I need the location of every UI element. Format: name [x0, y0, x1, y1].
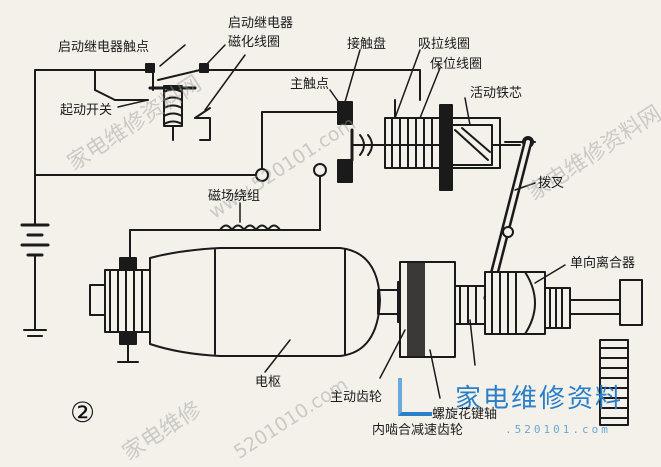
label-helical-spline: 螺旋花键轴 — [432, 407, 498, 422]
label-relay-contact: 启动继电器触点 — [58, 40, 150, 55]
label-contact-disc: 接触盘 — [347, 37, 387, 52]
label-hold-coil: 保位线圈 — [430, 57, 483, 72]
field-winding — [219, 224, 281, 231]
start-switch — [94, 69, 149, 101]
commutator — [89, 257, 151, 363]
label-relay-coil-line1: 启动继电器 — [228, 16, 294, 31]
label-fork: 拨叉 — [538, 176, 565, 191]
starter-motor-diagram: 家电维修资料网 家电维修资料网 家电维修 www.520101.com 5201… — [20, 16, 661, 466]
motor-housing — [149, 247, 381, 357]
label-drive-gear: 主动齿轮 — [330, 390, 383, 405]
relay-contact-circuit — [34, 63, 421, 176]
main-terminal-wire — [129, 111, 341, 266]
drive-shaft — [377, 261, 626, 358]
label-reduction-gear: 内啮合减速齿轮 — [372, 423, 464, 438]
leader-lines — [117, 44, 566, 399]
watermark-logo-url: .520101.com — [505, 423, 611, 436]
label-field-winding: 磁场绕组 — [208, 189, 261, 204]
diagram-drawing — [20, 44, 643, 426]
solenoid — [337, 99, 521, 191]
ring-gear — [599, 279, 643, 426]
battery — [20, 174, 261, 337]
watermark-logo-mark — [398, 378, 432, 416]
watermark-logo: 家电维修资料 — [455, 384, 624, 414]
label-one-way-clutch: 单向离合器 — [570, 256, 636, 271]
label-start-switch: 起动开关 — [60, 103, 113, 118]
label-armature: 电枢 — [255, 375, 282, 390]
relay-coil — [148, 71, 211, 141]
label-relay-coil-line2: 磁化线圈 — [228, 35, 281, 50]
label-pull-coil: 吸拉线圈 — [418, 37, 471, 52]
figure-number: ② — [70, 396, 96, 429]
label-moving-core: 活动铁芯 — [470, 86, 523, 101]
label-main-contact: 主触点 — [290, 77, 330, 92]
